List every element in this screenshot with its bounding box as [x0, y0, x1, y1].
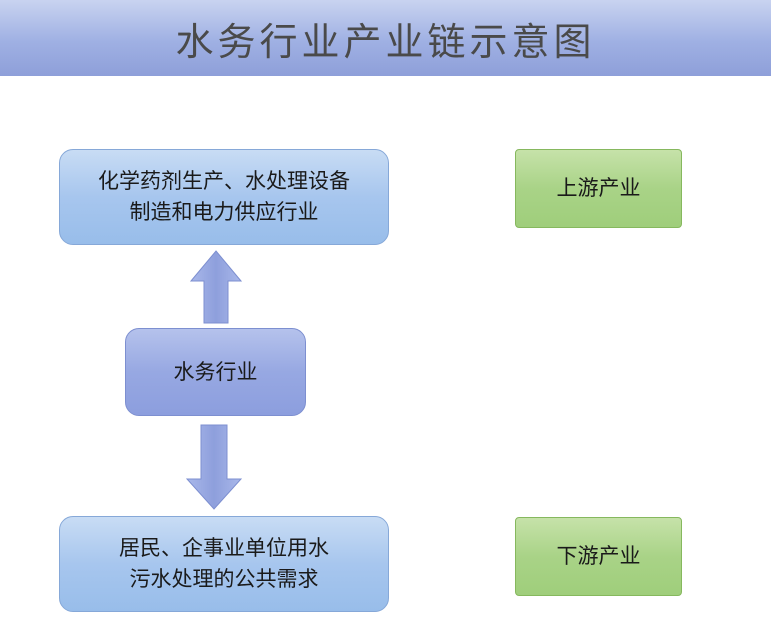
downstream-demand-line-2: 污水处理的公共需求 — [129, 567, 319, 591]
page-title: 水务行业产业链示意图 — [175, 19, 596, 64]
upstream-industries-box: 化学药剂生产、水处理设备 制造和电力供应行业 — [59, 149, 389, 245]
downstream-demand-line-1: 居民、企事业单位用水 — [119, 536, 329, 560]
water-industry-box: 水务行业 — [125, 328, 306, 416]
upstream-label: 上游产业 — [556, 176, 641, 200]
downstream-label: 下游产业 — [556, 544, 641, 568]
upstream-label-box: 上游产业 — [515, 149, 682, 228]
arrow-up — [190, 250, 242, 324]
upstream-industries-line-2: 制造和电力供应行业 — [129, 200, 319, 224]
arrow-down — [186, 424, 242, 510]
water-industry-label: 水务行业 — [173, 359, 258, 384]
title-bar: 水务行业产业链示意图 — [0, 0, 771, 76]
downstream-label-box: 下游产业 — [515, 517, 682, 596]
upstream-industries-line-1: 化学药剂生产、水处理设备 — [98, 169, 350, 193]
downstream-demand-box: 居民、企事业单位用水 污水处理的公共需求 — [59, 516, 389, 612]
